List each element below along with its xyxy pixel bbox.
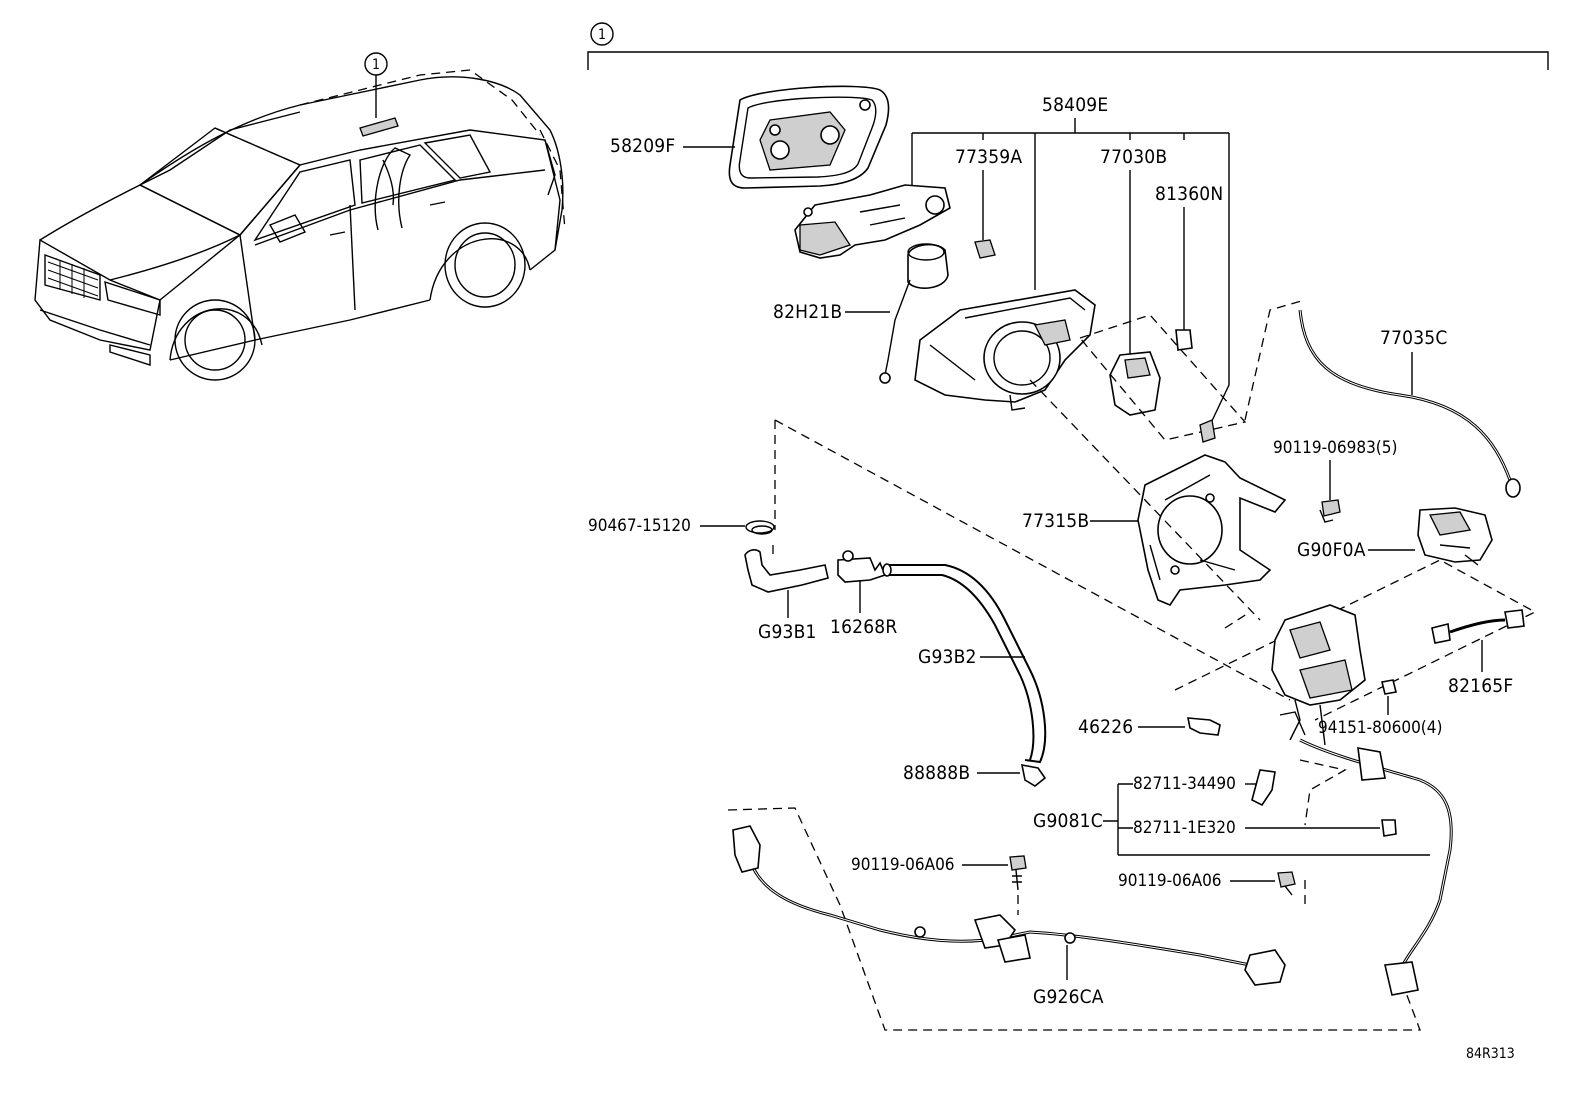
part-hinge-bracket	[794, 184, 951, 259]
vehicle-illustration	[34, 69, 566, 381]
svg-text:1: 1	[372, 57, 380, 73]
part-16268R-joint	[837, 550, 887, 583]
label-G9081C: G9081C	[1033, 810, 1103, 832]
label-46226: 46226	[1078, 716, 1133, 738]
part-77315B-mount-bracket	[1137, 454, 1287, 606]
part-77035C-release-cable	[1298, 309, 1521, 498]
label-90119-06A06-right: 90119-06A06	[1118, 871, 1222, 891]
part-82165F-wire	[1431, 609, 1525, 644]
part-inlet-harness	[1299, 738, 1453, 996]
part-90119-06983-screw	[1319, 499, 1341, 523]
label-88888B: 88888B	[903, 762, 970, 784]
diagram-reference-code: 84R313	[1466, 1046, 1515, 1062]
part-fuel-lid-housing	[914, 289, 1096, 411]
part-90467-15120-clamp	[745, 520, 775, 535]
label-G90F0A: G90F0A	[1297, 539, 1366, 561]
label-82711-1E320: 82711-1E320	[1133, 818, 1236, 838]
label-77035C: 77035C	[1380, 327, 1448, 349]
label-77030B: 77030B	[1100, 146, 1167, 168]
part-90119-06A06-screw-right	[1277, 871, 1296, 896]
svg-text:1: 1	[598, 27, 606, 43]
label-58409E: 58409E	[1042, 94, 1108, 116]
part-82H21B-cap-with-tether	[879, 243, 949, 384]
label-82H21B: 82H21B	[773, 301, 842, 323]
label-G93B2: G93B2	[918, 646, 977, 668]
label-G926CA: G926CA	[1033, 986, 1104, 1008]
label-77315B: 77315B	[1022, 510, 1089, 532]
label-90119-06983: 90119-06983(5)	[1273, 438, 1397, 458]
label-58209F: 58209F	[610, 135, 675, 157]
label-82711-34490: 82711-34490	[1133, 774, 1236, 794]
label-90119-06A06-left: 90119-06A06	[851, 855, 955, 875]
label-90467-15120: 90467-15120	[588, 516, 691, 536]
label-94151-80600: 94151-80600(4)	[1318, 718, 1442, 738]
part-58209F-fuel-lid	[728, 85, 890, 189]
part-G93B1-hose	[744, 549, 829, 593]
label-81360N: 81360N	[1155, 183, 1223, 205]
label-G93B1: G93B1	[758, 621, 817, 643]
label-82165F: 82165F	[1448, 675, 1513, 697]
part-fuel-inlet-assembly	[1271, 604, 1366, 746]
callout-parts-group: 1	[587, 22, 1549, 70]
part-G926CA-wire-harness	[732, 825, 1286, 986]
part-G90F0A-lock-assembly	[1417, 507, 1493, 566]
label-16268R: 16268R	[830, 616, 897, 638]
part-90119-06A06-screw-left	[1009, 855, 1027, 891]
label-77359A: 77359A	[955, 146, 1022, 168]
part-G93B2-tube	[882, 563, 1047, 764]
part-77030B-actuator	[1109, 351, 1161, 416]
callout-vehicle: 1	[364, 52, 388, 118]
